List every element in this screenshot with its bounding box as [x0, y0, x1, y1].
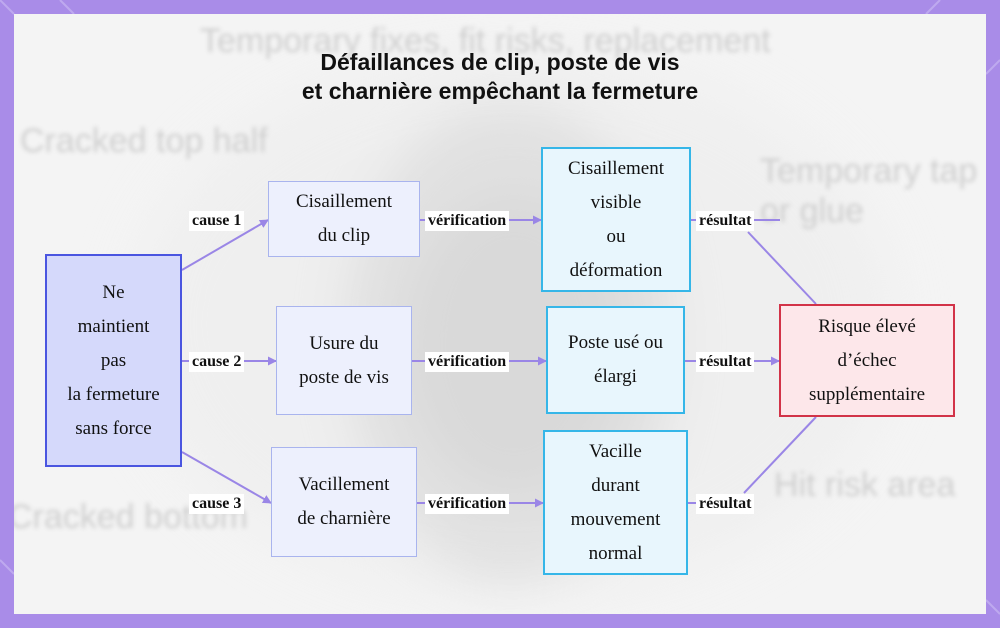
node-text: visible — [590, 191, 642, 213]
node-start: Ne maintient pas la fermeture sans force — [45, 254, 182, 467]
node-text: la fermeture — [67, 383, 160, 405]
node-text: poste de vis — [299, 366, 389, 388]
node-text: pas — [100, 349, 127, 371]
node-text: Vacille — [589, 440, 642, 462]
edge-label-cause-1: cause 1 — [189, 211, 245, 231]
diagram-title-line1: Défaillances de clip, poste de vis — [320, 49, 680, 75]
edge-label-cause-2: cause 2 — [189, 352, 245, 372]
edge-start-cause1 — [181, 219, 269, 271]
node-text: de charnière — [297, 508, 391, 529]
node-check-2: Poste usé ou élargi — [546, 306, 685, 414]
node-text: maintient — [77, 315, 150, 337]
edge-label-cause-3: cause 3 — [189, 494, 245, 514]
edge-start-cause3 — [181, 451, 272, 504]
node-text: Vacillement — [298, 474, 390, 495]
node-text: ou — [606, 225, 626, 247]
node-text: Poste usé ou — [568, 332, 663, 353]
node-check-3: Vacille durant mouvement normal — [543, 430, 688, 575]
node-text: supplémentaire — [808, 383, 926, 405]
node-text: Risque élevé — [818, 315, 916, 337]
node-check-1: Cisaillement visible ou déformation — [541, 147, 691, 292]
edge-label-resultat-2: résultat — [696, 352, 755, 372]
node-cause-2: Usure du poste de vis — [276, 306, 412, 415]
edge-label-resultat-3: résultat — [696, 494, 755, 514]
edge-check1-end-diag — [747, 231, 817, 305]
node-text: élargi — [594, 366, 637, 387]
node-text: durant — [591, 474, 640, 496]
bg-text: Temporary fixes, fit risks, replacement — [200, 22, 771, 60]
edge-label-verification-2: vérification — [425, 352, 510, 372]
node-cause-3: Vacillement de charnière — [271, 447, 417, 557]
node-text: d’échec — [837, 349, 897, 371]
diagram-title-line2: et charnière empêchant la fermeture — [301, 78, 699, 104]
node-end: Risque élevé d’échec supplémentaire — [779, 304, 955, 417]
edge-label-resultat-1: résultat — [696, 211, 755, 231]
node-text: du clip — [317, 225, 371, 246]
edge-label-verification-3: vérification — [425, 494, 510, 514]
bg-text: Cracked top half — [20, 122, 268, 160]
node-text: Usure du — [309, 332, 379, 354]
node-text: déformation — [569, 259, 663, 281]
edge-check3-end-diag — [743, 416, 817, 494]
bg-text: or glue — [760, 192, 864, 230]
bg-text: Hit risk area — [774, 466, 956, 504]
node-text: sans force — [75, 417, 152, 439]
node-cause-1: Cisaillement du clip — [268, 181, 420, 257]
node-text: Ne — [102, 281, 125, 303]
node-text: normal — [588, 542, 643, 564]
node-text: Cisaillement — [295, 191, 393, 212]
node-text: mouvement — [570, 508, 661, 530]
edge-label-verification-1: vérification — [425, 211, 510, 231]
node-text: Cisaillement — [567, 157, 665, 179]
bg-text: Temporary tap — [760, 152, 978, 190]
